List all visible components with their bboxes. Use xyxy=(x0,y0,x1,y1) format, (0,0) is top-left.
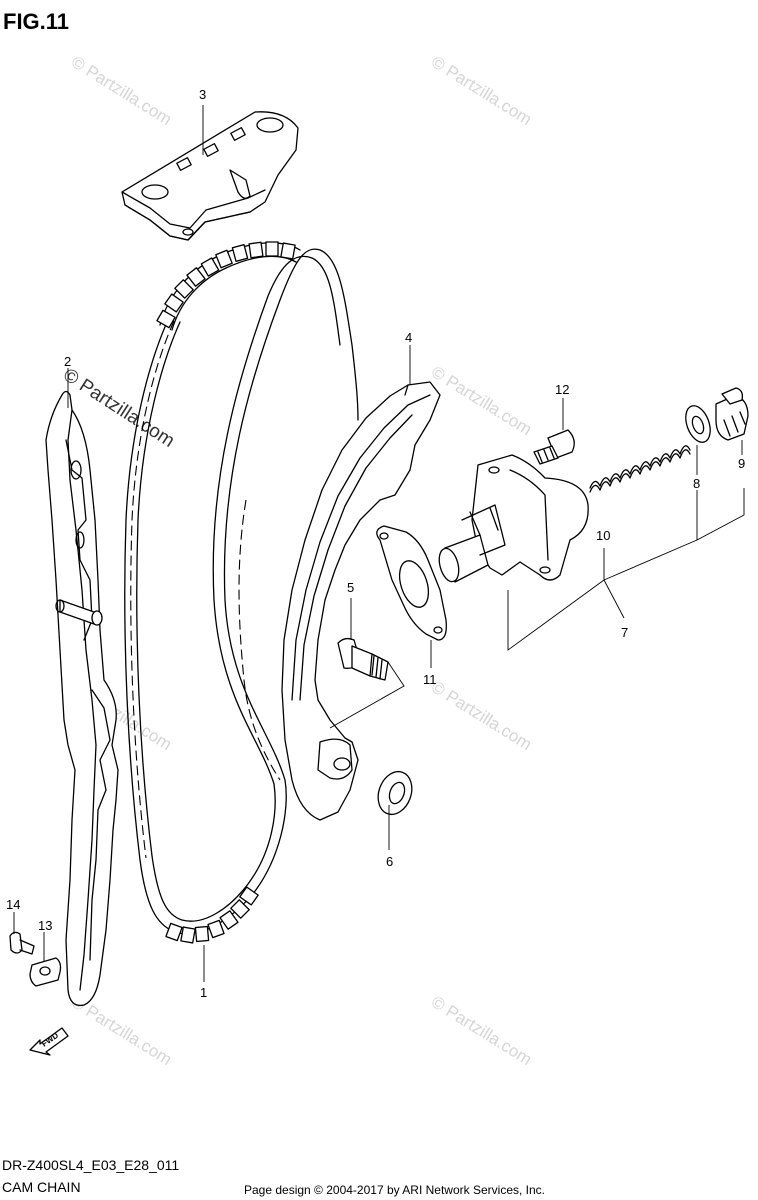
part-14-screw[interactable] xyxy=(9,931,35,955)
callout-1[interactable]: 1 xyxy=(200,985,207,1000)
callout-5[interactable]: 5 xyxy=(347,580,354,595)
watermark: © Partzilla.com xyxy=(428,677,535,754)
part-3-chain-guide-plate[interactable] xyxy=(121,111,299,241)
watermark: © Partzilla.com xyxy=(68,52,175,129)
watermark: © Partzilla.com xyxy=(428,992,535,1069)
part-10-spring[interactable] xyxy=(589,445,691,493)
callout-8[interactable]: 8 xyxy=(693,476,700,491)
leader-lines xyxy=(13,105,745,982)
callout-11[interactable]: 11 xyxy=(423,672,437,687)
part-1-cam-chain[interactable] xyxy=(124,241,359,944)
watermark: © Partzilla.com xyxy=(428,52,535,129)
part-6-washer[interactable] xyxy=(372,767,417,819)
callout-14[interactable]: 14 xyxy=(6,897,20,912)
callout-9[interactable]: 9 xyxy=(738,456,745,471)
part-11-gasket[interactable] xyxy=(376,525,447,641)
callout-10[interactable]: 10 xyxy=(596,528,610,543)
part-5-pivot-bolt[interactable] xyxy=(337,637,389,681)
callout-12[interactable]: 12 xyxy=(555,382,569,397)
callouts: 3 2 4 12 9 8 10 5 7 11 6 14 13 1 xyxy=(6,87,745,1000)
forward-direction-arrow: FWD xyxy=(29,1027,69,1056)
callout-2[interactable]: 2 xyxy=(64,354,71,369)
part-12-bolt[interactable] xyxy=(533,429,575,465)
part-2-chain-guide[interactable] xyxy=(45,390,119,1007)
part-4-tensioner-guide[interactable] xyxy=(281,381,441,821)
section-name: CAM CHAIN xyxy=(2,1179,81,1195)
callout-6[interactable]: 6 xyxy=(386,854,393,869)
chain-links-bottom xyxy=(165,886,259,944)
watermark: © Partzilla.com xyxy=(428,362,535,439)
figure-title: FIG.11 xyxy=(3,9,69,34)
chain-links-top xyxy=(156,241,296,329)
copyright-notice: Page design © 2004-2017 by ARI Network S… xyxy=(244,1183,545,1197)
part-8-washer[interactable] xyxy=(681,402,715,445)
part-9-cap-bolt[interactable] xyxy=(715,387,749,441)
part-13-plate[interactable] xyxy=(29,957,62,987)
callout-7[interactable]: 7 xyxy=(621,625,628,640)
callout-4[interactable]: 4 xyxy=(405,330,412,345)
model-code: DR-Z400SL4_E03_E28_011 xyxy=(2,1157,179,1173)
callout-13[interactable]: 13 xyxy=(38,918,52,933)
part-7-tensioner-assembly[interactable] xyxy=(436,454,589,584)
callout-3[interactable]: 3 xyxy=(199,87,206,102)
